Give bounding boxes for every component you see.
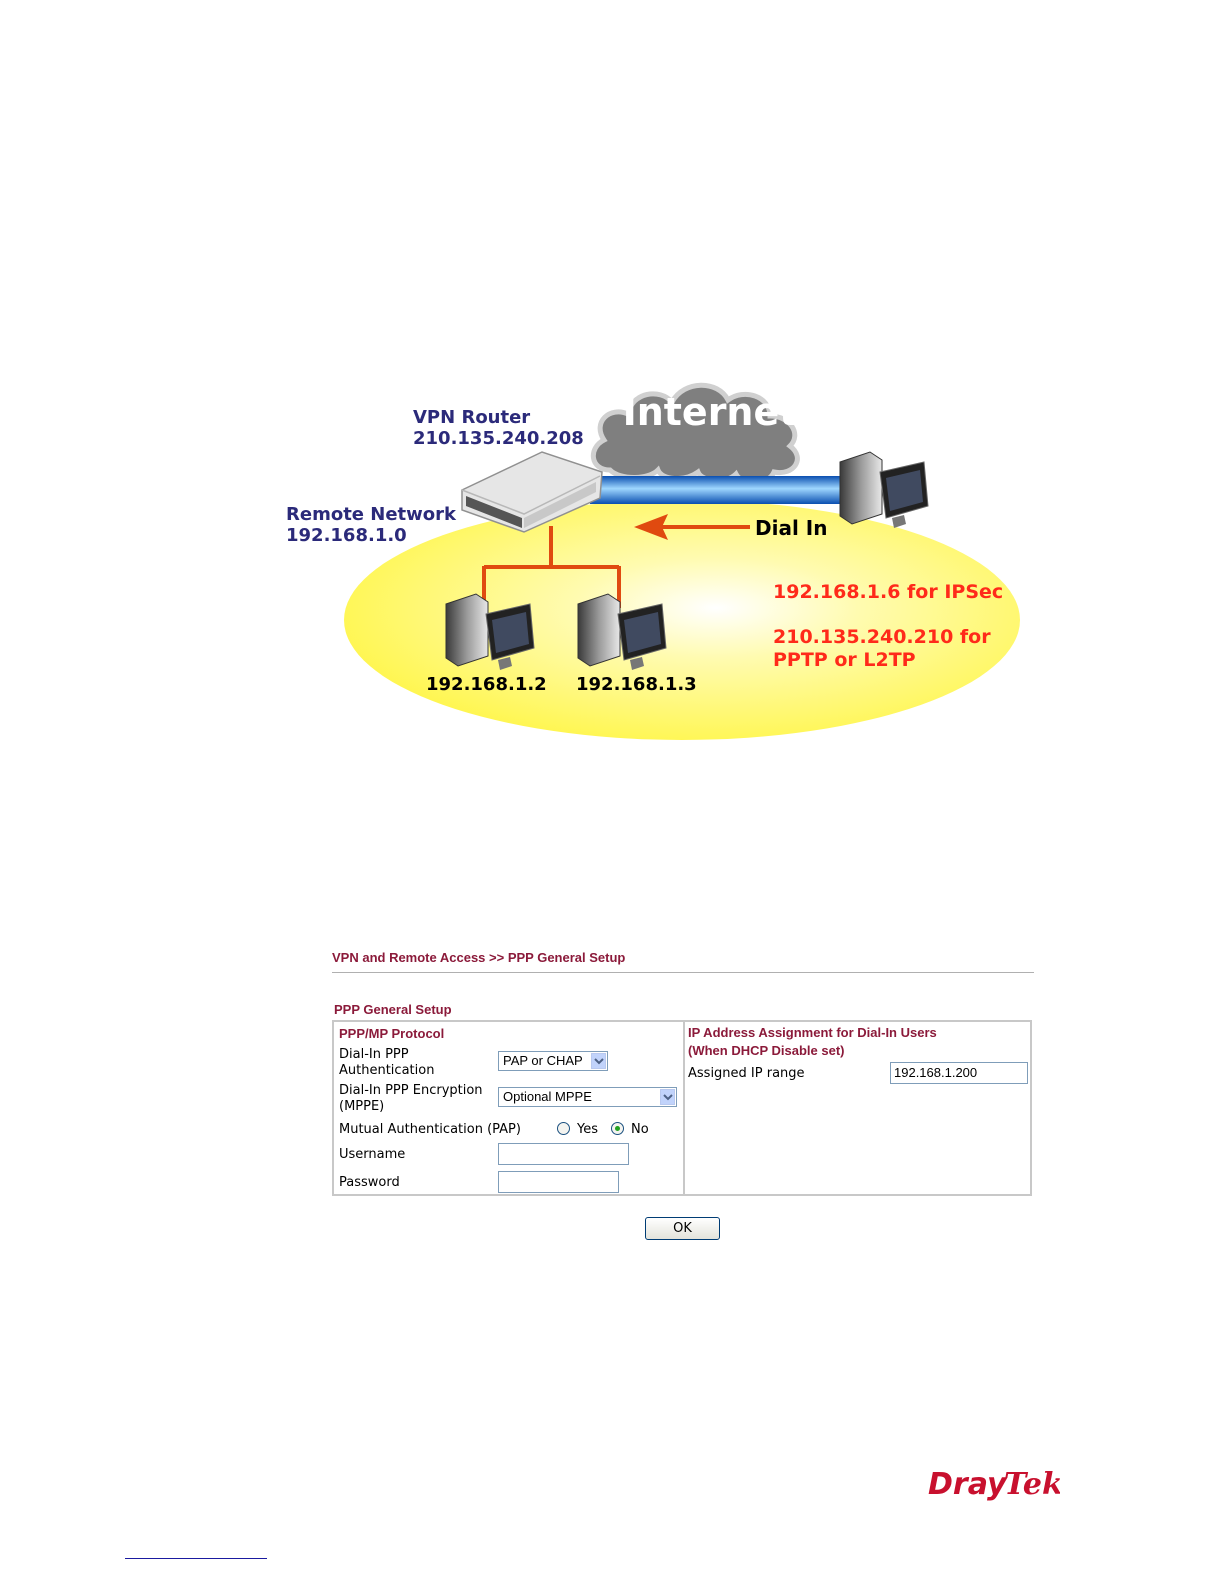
auth-label-line2: Authentication — [339, 1063, 435, 1078]
chevron-down-icon[interactable] — [660, 1089, 675, 1105]
encryption-select[interactable]: Optional MPPE — [498, 1087, 677, 1107]
username-input[interactable] — [498, 1143, 629, 1165]
mutual-auth-yes-label: Yes — [577, 1122, 598, 1137]
vpn-network-diagram: Internet Dial In — [286, 382, 1020, 740]
enc-label-line2: (MPPE) — [339, 1099, 385, 1114]
remote-pc-icon — [839, 451, 929, 528]
pptp-note-line1: 210.135.240.210 for — [773, 626, 991, 648]
ip-assignment-header-line1: IP Address Assignment for Dial-In Users — [688, 1025, 937, 1040]
dial-in-label: Dial In — [755, 516, 827, 540]
router-title: VPN Router — [413, 407, 530, 428]
ppp-mp-protocol-panel: PPP/MP Protocol Dial-In PPP Authenticati… — [334, 1022, 685, 1194]
dial-in-arrow-icon — [634, 514, 750, 540]
auth-select-value: PAP or CHAP — [503, 1053, 583, 1068]
password-input[interactable] — [498, 1171, 619, 1193]
pc-icon — [577, 593, 667, 670]
pc-icon — [445, 593, 535, 670]
draytek-logo: Dray Tek — [928, 1467, 1060, 1502]
breadcrumb: VPN and Remote Access >> PPP General Set… — [332, 950, 626, 965]
logo-text-dray: Dray — [928, 1467, 1008, 1502]
router-ip: 210.135.240.208 — [413, 428, 584, 449]
ppp-mp-protocol-header: PPP/MP Protocol — [339, 1026, 445, 1041]
mutual-auth-yes-radio[interactable] — [557, 1122, 570, 1135]
remote-network-title: Remote Network — [286, 504, 457, 525]
chevron-down-icon[interactable] — [591, 1053, 606, 1069]
ip-assignment-header-line2: (When DHCP Disable set) — [688, 1043, 845, 1058]
logo-text-tek: Tek — [1004, 1467, 1060, 1502]
section-title: PPP General Setup — [334, 1002, 452, 1017]
assigned-ip-range-input[interactable]: 192.168.1.200 — [890, 1062, 1028, 1084]
encryption-select-value: Optional MPPE — [503, 1089, 592, 1104]
footer-divider — [125, 1558, 267, 1559]
password-label: Password — [339, 1175, 400, 1190]
auth-select[interactable]: PAP or CHAP — [498, 1051, 608, 1071]
remote-network-ip: 192.168.1.0 — [286, 525, 407, 546]
pc1-ip-label: 192.168.1.2 — [426, 674, 547, 695]
vpn-router-icon — [461, 451, 603, 533]
breadcrumb-divider — [332, 972, 1034, 973]
ipsec-note: 192.168.1.6 for IPSec — [773, 581, 1003, 603]
enc-label-line1: Dial-In PPP Encryption — [339, 1083, 483, 1098]
auth-label-line1: Dial-In PPP — [339, 1047, 409, 1062]
internet-label: Internet — [623, 390, 798, 434]
mutual-auth-label: Mutual Authentication (PAP) — [339, 1122, 521, 1137]
ppp-setup-panel: PPP/MP Protocol Dial-In PPP Authenticati… — [332, 1020, 1032, 1196]
ip-assignment-panel: IP Address Assignment for Dial-In Users … — [685, 1022, 1030, 1194]
assigned-ip-range-label: Assigned IP range — [688, 1066, 805, 1081]
ok-button[interactable]: OK — [645, 1217, 720, 1240]
vpn-tunnel — [590, 476, 846, 504]
mutual-auth-no-radio[interactable] — [611, 1122, 624, 1135]
remote-network-area — [344, 500, 1020, 740]
pc2-ip-label: 192.168.1.3 — [576, 674, 697, 695]
internet-cloud-icon — [591, 382, 800, 486]
username-label: Username — [339, 1147, 406, 1162]
pptp-note-line2: PPTP or L2TP — [773, 649, 916, 671]
mutual-auth-no-label: No — [631, 1122, 649, 1137]
